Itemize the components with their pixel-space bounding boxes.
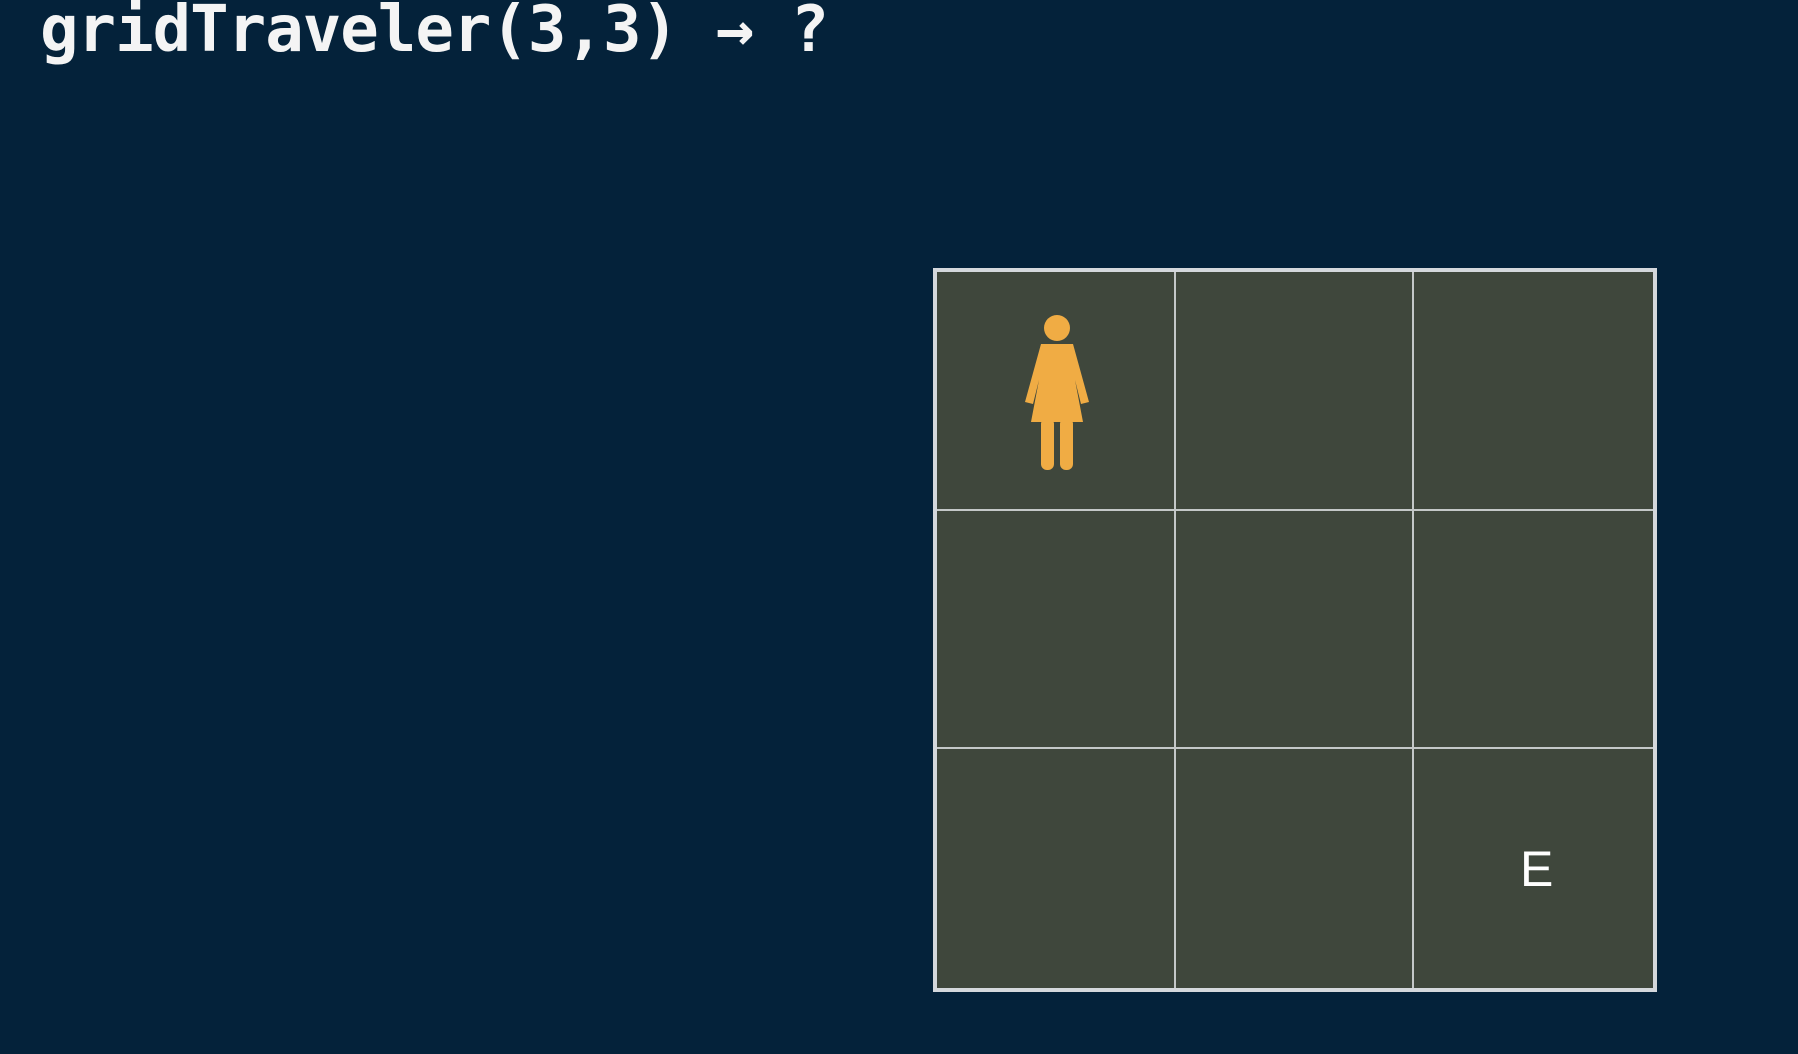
grid-cell-2-2: [1175, 510, 1415, 750]
grid-cell-1-2: [1175, 272, 1415, 511]
grid-cell-1-1: [937, 272, 1176, 511]
grid-cell-3-1: [937, 749, 1176, 988]
grid-cell-1-3: [1414, 272, 1653, 511]
woman-icon: [1025, 315, 1089, 470]
end-label: E: [1519, 841, 1554, 898]
grid-cell-2-3: [1414, 511, 1653, 750]
grid-cell-3-2: [1176, 749, 1415, 988]
grid-board: E: [933, 268, 1657, 992]
grid-cell-2-1: [937, 510, 1176, 750]
grid-cell-3-3: E: [1414, 749, 1653, 988]
page-title: gridTraveler(3,3) → ?: [40, 0, 829, 67]
